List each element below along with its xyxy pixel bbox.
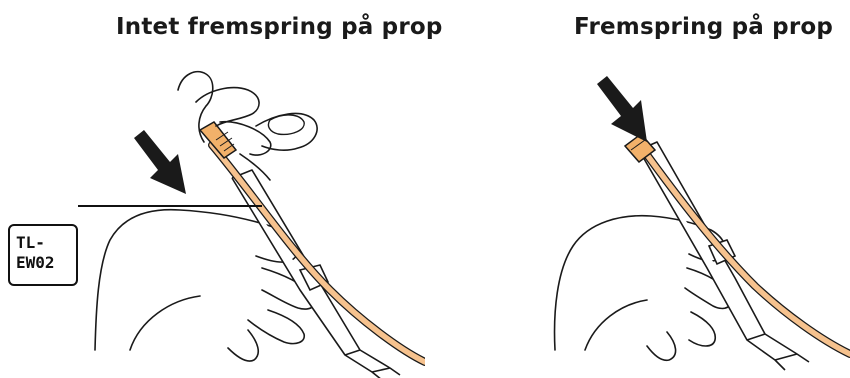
tool-label-line2: EW02 (16, 253, 76, 273)
left-thumbnail (268, 115, 304, 134)
illustration-left: TL- EW02 (0, 50, 425, 378)
tool-label-box: TL- EW02 (8, 224, 78, 286)
left-upper-hand (178, 72, 317, 180)
title-protrusion: Fremspring på prop (574, 14, 833, 40)
right-down-arrow (597, 76, 647, 142)
tool-label-line1: TL- (16, 233, 76, 253)
left-down-arrow (134, 130, 186, 194)
right-hand (555, 216, 732, 361)
title-no-protrusion: Intet fremspring på prop (116, 14, 443, 40)
illustration-right (425, 50, 850, 378)
left-illustration-svg (0, 50, 425, 378)
tool-label-leader-line (78, 205, 262, 207)
right-illustration-svg (425, 50, 850, 378)
